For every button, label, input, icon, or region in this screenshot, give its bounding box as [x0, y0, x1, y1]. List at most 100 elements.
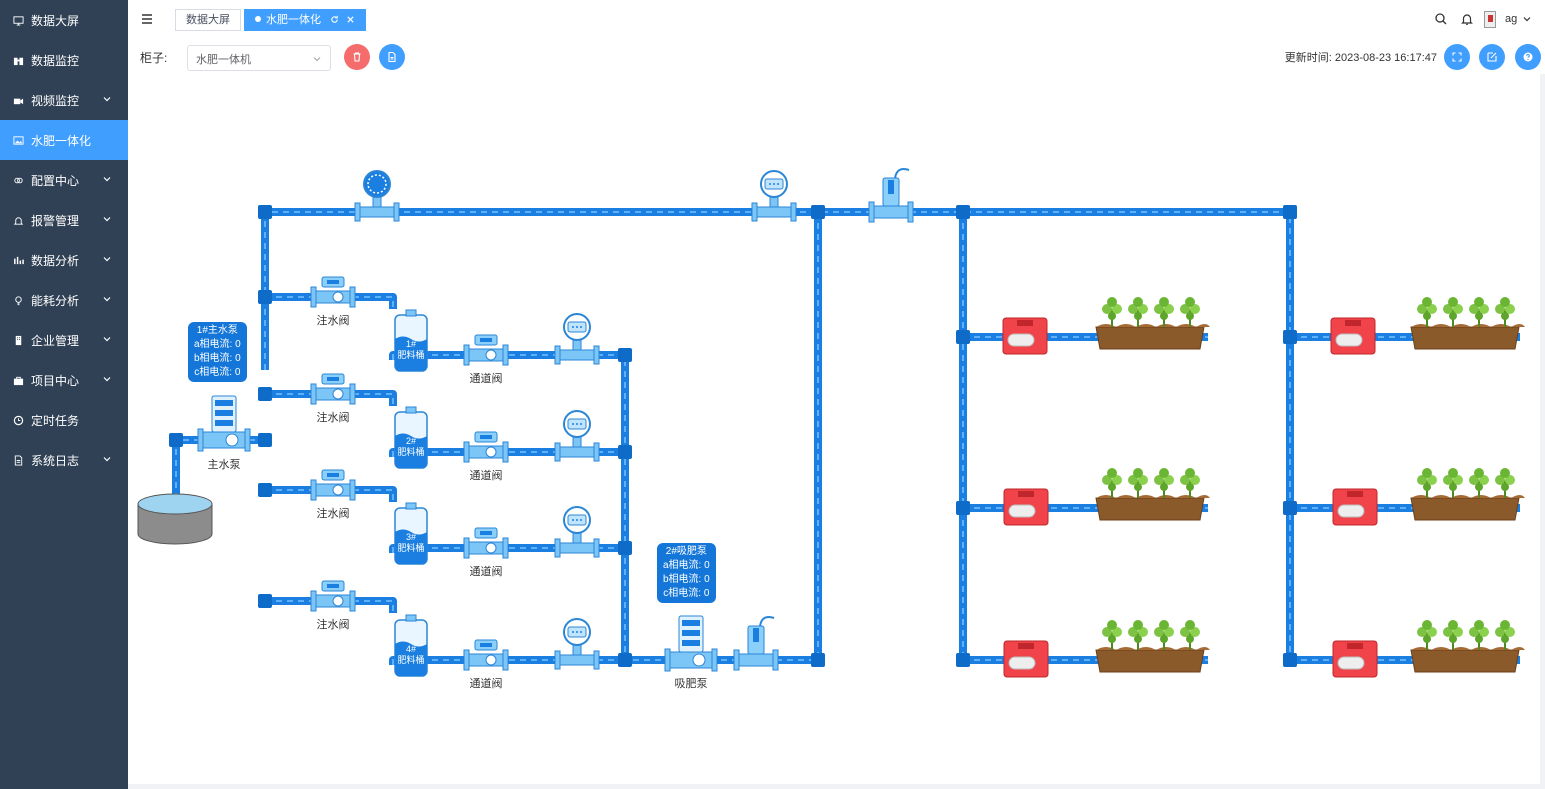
- sidebar-item-label: 能耗分析: [31, 293, 80, 308]
- flow-meter: [554, 410, 600, 462]
- trash-icon: [353, 52, 361, 62]
- building-icon: [12, 334, 24, 346]
- pipe-joint: [811, 205, 825, 219]
- sidebar-item-5[interactable]: 报警管理: [0, 200, 128, 240]
- sidebar-item-2[interactable]: 视频监控: [0, 80, 128, 120]
- pipe-joint: [811, 653, 825, 667]
- cabinet-select[interactable]: 水肥一体机: [187, 45, 331, 71]
- solenoid-valve[interactable]: [1332, 640, 1378, 678]
- pipe-joint: [956, 205, 970, 219]
- refresh-icon[interactable]: [330, 15, 339, 24]
- channel-valve-4[interactable]: [463, 639, 509, 671]
- pipe-joint: [618, 445, 632, 459]
- bell-icon[interactable]: [1460, 12, 1474, 26]
- electric-valve[interactable]: [733, 616, 779, 671]
- solenoid-valve[interactable]: [1003, 640, 1049, 678]
- chevron-down-icon[interactable]: [1522, 14, 1532, 24]
- sidebar-item-8[interactable]: 企业管理: [0, 320, 128, 360]
- help-button[interactable]: [1515, 44, 1541, 70]
- tank-name: 肥料桶: [397, 542, 424, 553]
- sidebar-item-9[interactable]: 项目中心: [0, 360, 128, 400]
- hamburger-icon[interactable]: [140, 12, 154, 26]
- pipe: [389, 351, 625, 360]
- suck-pump-info-box-b: b相电流: 0: [663, 574, 710, 585]
- tab-data-screen[interactable]: 数据大屏: [175, 9, 241, 31]
- sidebar-item-11[interactable]: 系统日志: [0, 440, 128, 480]
- close-icon[interactable]: [346, 15, 355, 24]
- inject-valve-1-label: 注水阀: [317, 313, 350, 327]
- fullscreen-button[interactable]: [1444, 44, 1470, 70]
- update-time: 更新时间: 2023-08-23 16:17:47: [1285, 49, 1437, 65]
- pressure-gauge: [354, 170, 400, 222]
- water-tank: [137, 493, 213, 545]
- channel-valve-1[interactable]: [463, 334, 509, 366]
- briefcase-icon: [12, 374, 24, 386]
- channel-valve-3-label: 通道阀: [470, 564, 503, 578]
- sidebar-item-label: 报警管理: [31, 213, 80, 228]
- inject-valve-3[interactable]: [310, 469, 356, 501]
- user-name[interactable]: ag: [1505, 13, 1518, 25]
- flow-meter: [554, 313, 600, 365]
- pipe-joint: [1283, 501, 1297, 515]
- tank-number: 4#: [406, 644, 416, 654]
- search-icon[interactable]: [1434, 12, 1448, 26]
- chevron-down-icon: [103, 217, 111, 222]
- flow-meter: [554, 618, 600, 670]
- sidebar-item-label: 水肥一体化: [31, 133, 92, 148]
- sidebar-item-6[interactable]: 数据分析: [0, 240, 128, 280]
- solenoid-valve[interactable]: [1002, 317, 1048, 355]
- fertilizer-tank-1: 1#肥料桶: [394, 309, 428, 372]
- pipe-joint: [956, 501, 970, 515]
- inject-valve-1[interactable]: [310, 276, 356, 308]
- solenoid-valve[interactable]: [1332, 488, 1378, 526]
- sidebar: 数据大屏数据监控视频监控水肥一体化配置中心报警管理数据分析能耗分析企业管理项目中…: [0, 0, 128, 789]
- chevron-down-icon: [103, 377, 111, 382]
- sidebar-item-label: 企业管理: [31, 333, 80, 348]
- pipe-joint: [618, 348, 632, 362]
- tank-name: 肥料桶: [397, 446, 424, 457]
- sidebar-item-0[interactable]: 数据大屏: [0, 0, 128, 40]
- inject-valve-2[interactable]: [310, 373, 356, 405]
- avatar[interactable]: [1484, 11, 1496, 28]
- pipe-joint: [258, 387, 272, 401]
- main-pump-info-box-b: b相电流: 0: [194, 353, 241, 364]
- sidebar-item-7[interactable]: 能耗分析: [0, 280, 128, 320]
- channel-valve-2[interactable]: [463, 431, 509, 463]
- sidebar-item-1[interactable]: 数据监控: [0, 40, 128, 80]
- delete-button[interactable]: [344, 44, 370, 70]
- planter: [1095, 468, 1210, 521]
- sidebar-item-3[interactable]: 水肥一体化: [0, 120, 128, 160]
- document-button[interactable]: [379, 44, 405, 70]
- camera-icon: [12, 94, 24, 106]
- inject-valve-4[interactable]: [310, 580, 356, 612]
- sidebar-item-10[interactable]: 定时任务: [0, 400, 128, 440]
- pipe-joint: [258, 205, 272, 219]
- sidebar-item-4[interactable]: 配置中心: [0, 160, 128, 200]
- pipe-joint: [169, 433, 183, 447]
- chevron-down-icon: [103, 297, 111, 302]
- channel-valve-4-label: 通道阀: [470, 676, 503, 690]
- fullscreen-icon: [1452, 52, 1462, 62]
- solenoid-valve[interactable]: [1330, 317, 1376, 355]
- channel-valve-3[interactable]: [463, 527, 509, 559]
- fertilizer-tank-3: 3#肥料桶: [394, 502, 428, 565]
- tab-label: 数据大屏: [186, 14, 230, 26]
- inject-valve-3-label: 注水阀: [317, 506, 350, 520]
- pipe-joint: [956, 653, 970, 667]
- bulb-icon: [12, 294, 24, 306]
- image-icon: [12, 134, 24, 146]
- suck-pump[interactable]: [664, 615, 718, 672]
- main-pump-info-box-a: a相电流: 0: [194, 339, 241, 350]
- solenoid-valve[interactable]: [1003, 488, 1049, 526]
- edit-button[interactable]: [1479, 44, 1505, 70]
- top-bar: 数据大屏 水肥一体化 ag: [128, 0, 1545, 39]
- cabinet-select-value: 水肥一体机: [196, 54, 251, 66]
- inject-valve-4-label: 注水阀: [317, 617, 350, 631]
- main-pump[interactable]: [197, 395, 251, 452]
- monitor-icon: [12, 14, 24, 26]
- tab-water-fertilizer[interactable]: 水肥一体化: [244, 9, 367, 31]
- chevron-down-icon: [103, 337, 111, 342]
- pipe-joint: [258, 290, 272, 304]
- channel-valve-1-label: 通道阀: [470, 371, 503, 385]
- electric-valve[interactable]: [868, 168, 914, 223]
